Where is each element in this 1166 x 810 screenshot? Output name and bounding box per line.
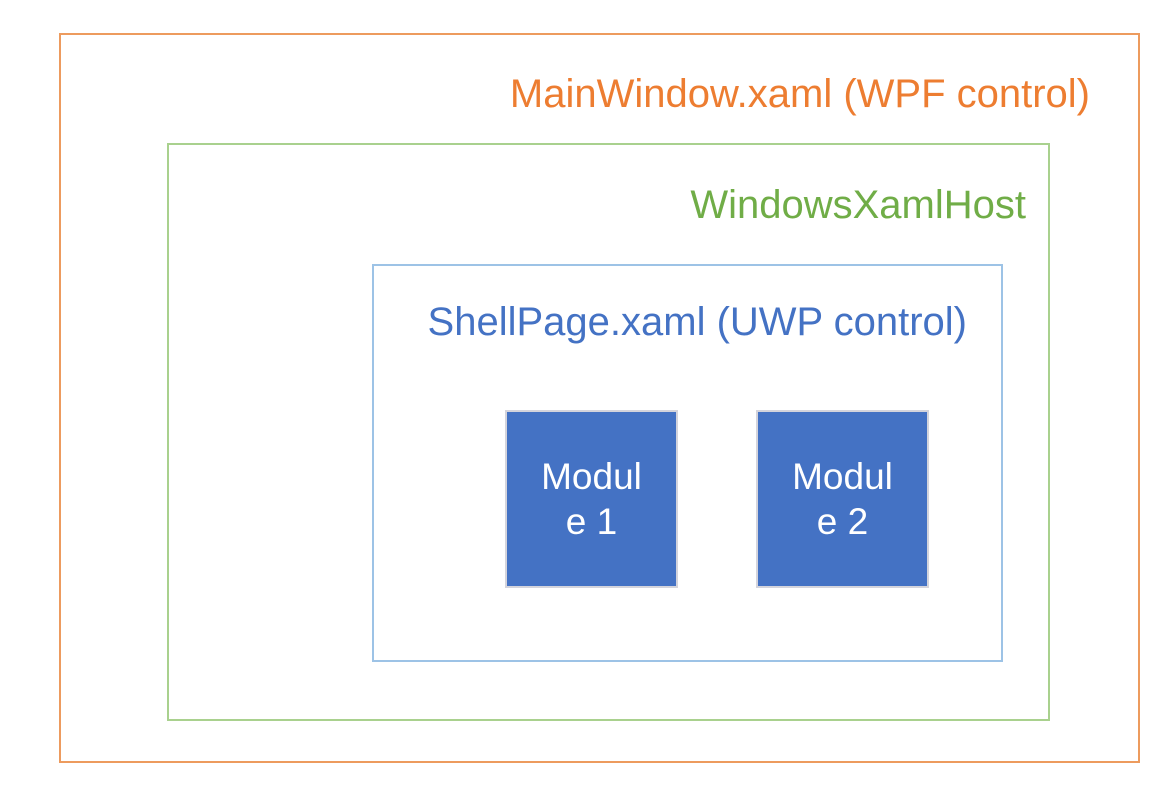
layer-box-windowsxamlhost: WindowsXamlHost ShellPage.xaml (UWP cont…: [167, 143, 1050, 721]
module-box-1: Module 1: [505, 410, 678, 588]
module-box-2: Module 2: [756, 410, 929, 588]
layer-label-shellpage: ShellPage.xaml (UWP control): [427, 300, 967, 344]
module-row: Module 1 Module 2: [505, 410, 929, 590]
module-label-1: Module 1: [541, 456, 642, 542]
layer-label-windowsxamlhost: WindowsXamlHost: [690, 183, 1026, 227]
layer-box-shellpage: ShellPage.xaml (UWP control) Module 1 Mo…: [372, 264, 1003, 662]
layer-box-mainwindow: MainWindow.xaml (WPF control) WindowsXam…: [59, 33, 1140, 763]
module-label-2: Module 2: [792, 456, 893, 542]
layer-label-mainwindow: MainWindow.xaml (WPF control): [509, 72, 1090, 116]
